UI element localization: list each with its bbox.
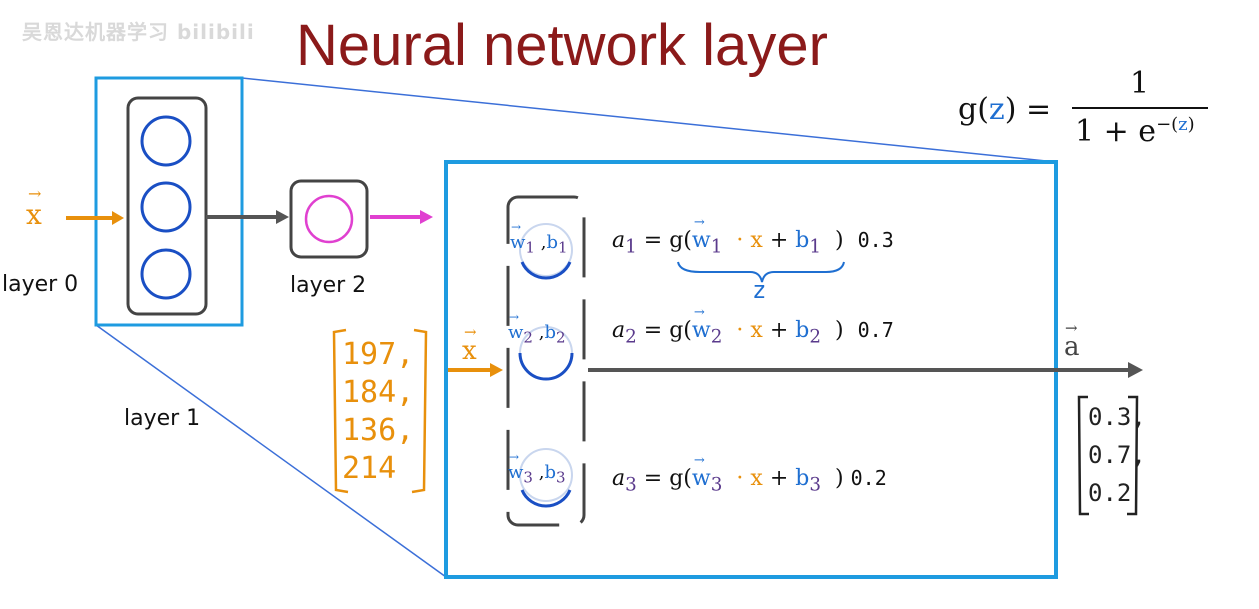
layer1-box — [126, 96, 208, 316]
zoom-line-top — [241, 77, 1057, 163]
input-value: 197, — [342, 337, 415, 372]
zoom-neuron-3 — [520, 489, 572, 508]
layer0-label: layer 0 — [2, 272, 79, 297]
input-vector-values: 197, 184, 136, 214 — [342, 336, 414, 488]
output-arrow-head — [420, 210, 433, 224]
input-value: 136, — [342, 413, 415, 448]
zoom-input-arrow-head — [490, 363, 503, 377]
output-value: 0.2 — [1088, 479, 1132, 507]
zoom-layer-box — [506, 195, 586, 527]
zoom-line-bottom — [95, 324, 447, 578]
a1-value: 0.3 — [857, 228, 894, 252]
output-a-label: →a — [1064, 319, 1080, 362]
input-vector-bracket — [332, 328, 428, 494]
watermark: 吴恩达机器学习 bilibili — [22, 20, 255, 44]
output-value: 0.7, — [1088, 441, 1146, 469]
equation-a3: a3 = g(→w3 · x + b3 ) 0.2 — [612, 453, 887, 496]
layer2-box — [289, 179, 369, 259]
layer1-neuron-3 — [140, 248, 192, 300]
output-value: 0.3, — [1088, 403, 1146, 431]
output-vector-values: 0.3, 0.7, 0.2 — [1088, 398, 1146, 512]
sigmoid-numerator: 1 — [1130, 66, 1150, 101]
layer2-arrow-head — [276, 210, 289, 224]
a3-value: 0.2 — [850, 466, 887, 490]
sigmoid-denominator: 1 + e−(z) — [1075, 114, 1195, 149]
unit1-params: →w1 ,b1 — [510, 220, 568, 257]
a2-value: 0.7 — [857, 318, 894, 342]
zoom-output-arrow-head — [1128, 362, 1143, 378]
layer2-label: layer 2 — [290, 273, 367, 298]
input-arrow-head — [112, 211, 124, 225]
input-value: 214 — [342, 451, 397, 486]
layer2-neuron — [304, 194, 354, 244]
layer1-neuron-2 — [140, 181, 192, 233]
equation-a1: a1 = g(→w1 · x + b1 ) 0.3 — [612, 215, 894, 258]
page-title: Neural network layer — [296, 13, 828, 78]
zoom-neuron-1 — [520, 261, 572, 280]
equation-a2: a2 = g(→w2 · x + b2 ) 0.7 — [612, 305, 894, 348]
input-x-label: →x — [26, 184, 42, 231]
sigmoid-lhs: g(z) = — [958, 92, 1052, 127]
unit2-params: →w2 ,b2 — [508, 310, 566, 347]
unit3-params: →w3 ,b3 — [508, 450, 566, 487]
output-vector-bracket — [1077, 395, 1139, 516]
zoom-input-x-label: →x — [462, 323, 477, 366]
z-annotation: z — [752, 276, 767, 304]
layer1-frame — [94, 76, 244, 327]
layer1-neuron-1 — [140, 115, 192, 167]
input-value: 184, — [342, 375, 415, 410]
layer1-label: layer 1 — [124, 406, 201, 431]
z-brace — [677, 261, 845, 283]
zoom-neuron-2 — [518, 352, 574, 381]
